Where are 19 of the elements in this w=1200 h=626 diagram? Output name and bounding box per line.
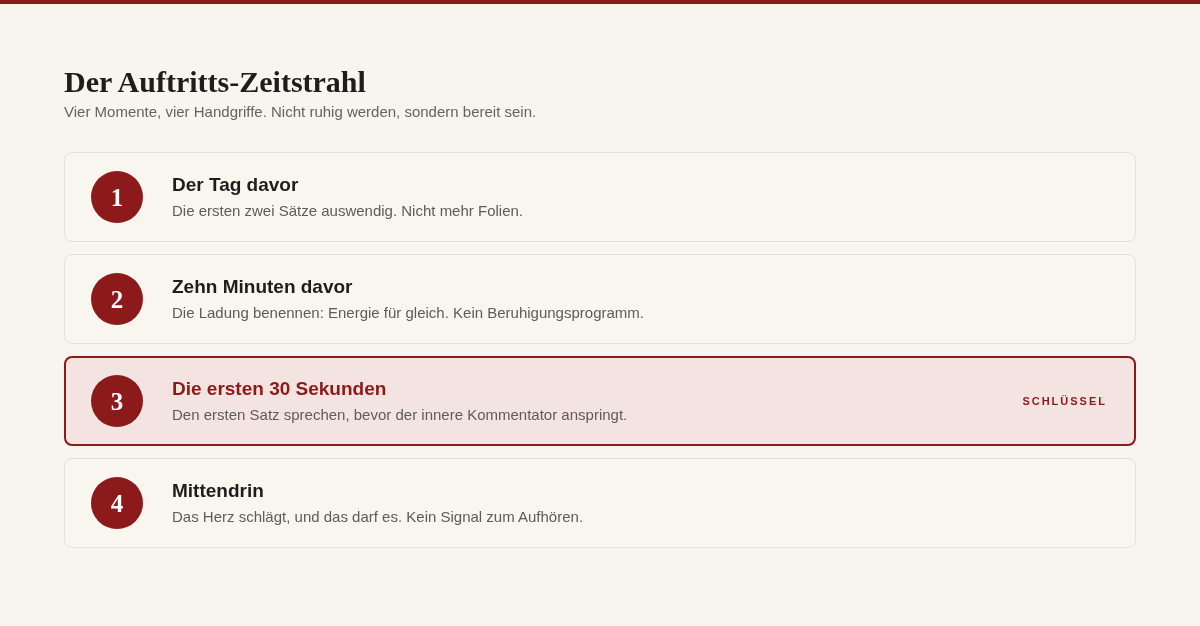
step-number-circle: 3 (91, 375, 143, 427)
step-card (64, 254, 1136, 344)
key-label: SCHLÜSSEL (1022, 394, 1107, 408)
step-card (64, 458, 1136, 548)
step-number-circle: 4 (91, 477, 143, 529)
step-description: Die Ladung benennen: Energie für gleich. Kein Beruhigungsprogramm. (172, 303, 644, 323)
step-title: Zehn Minuten davor (172, 275, 353, 299)
step-number-circle: 1 (91, 171, 143, 223)
subtitle: Vier Momente, vier Handgriffe. Nicht ruhig werden, sondern bereit sein. (64, 102, 537, 122)
step-description: Das Herz schlägt, und das darf es. Kein Signal zum Aufhören. (172, 507, 584, 527)
step-number-circle: 2 (91, 273, 143, 325)
step-description: Die ersten zwei Sätze auswendig. Nicht mehr Folien. (172, 201, 523, 221)
step-title: Die ersten 30 Sekunden (172, 377, 387, 401)
step-description: Den ersten Satz sprechen, bevor der innere Kommentator anspringt. (172, 405, 628, 425)
step-title: Der Tag davor (172, 173, 299, 197)
step-card (64, 152, 1136, 242)
title: Der Auftritts-Zeitstrahl (64, 64, 366, 100)
step-title: Mittendrin (172, 479, 264, 503)
highlighted-step-card (64, 356, 1136, 446)
